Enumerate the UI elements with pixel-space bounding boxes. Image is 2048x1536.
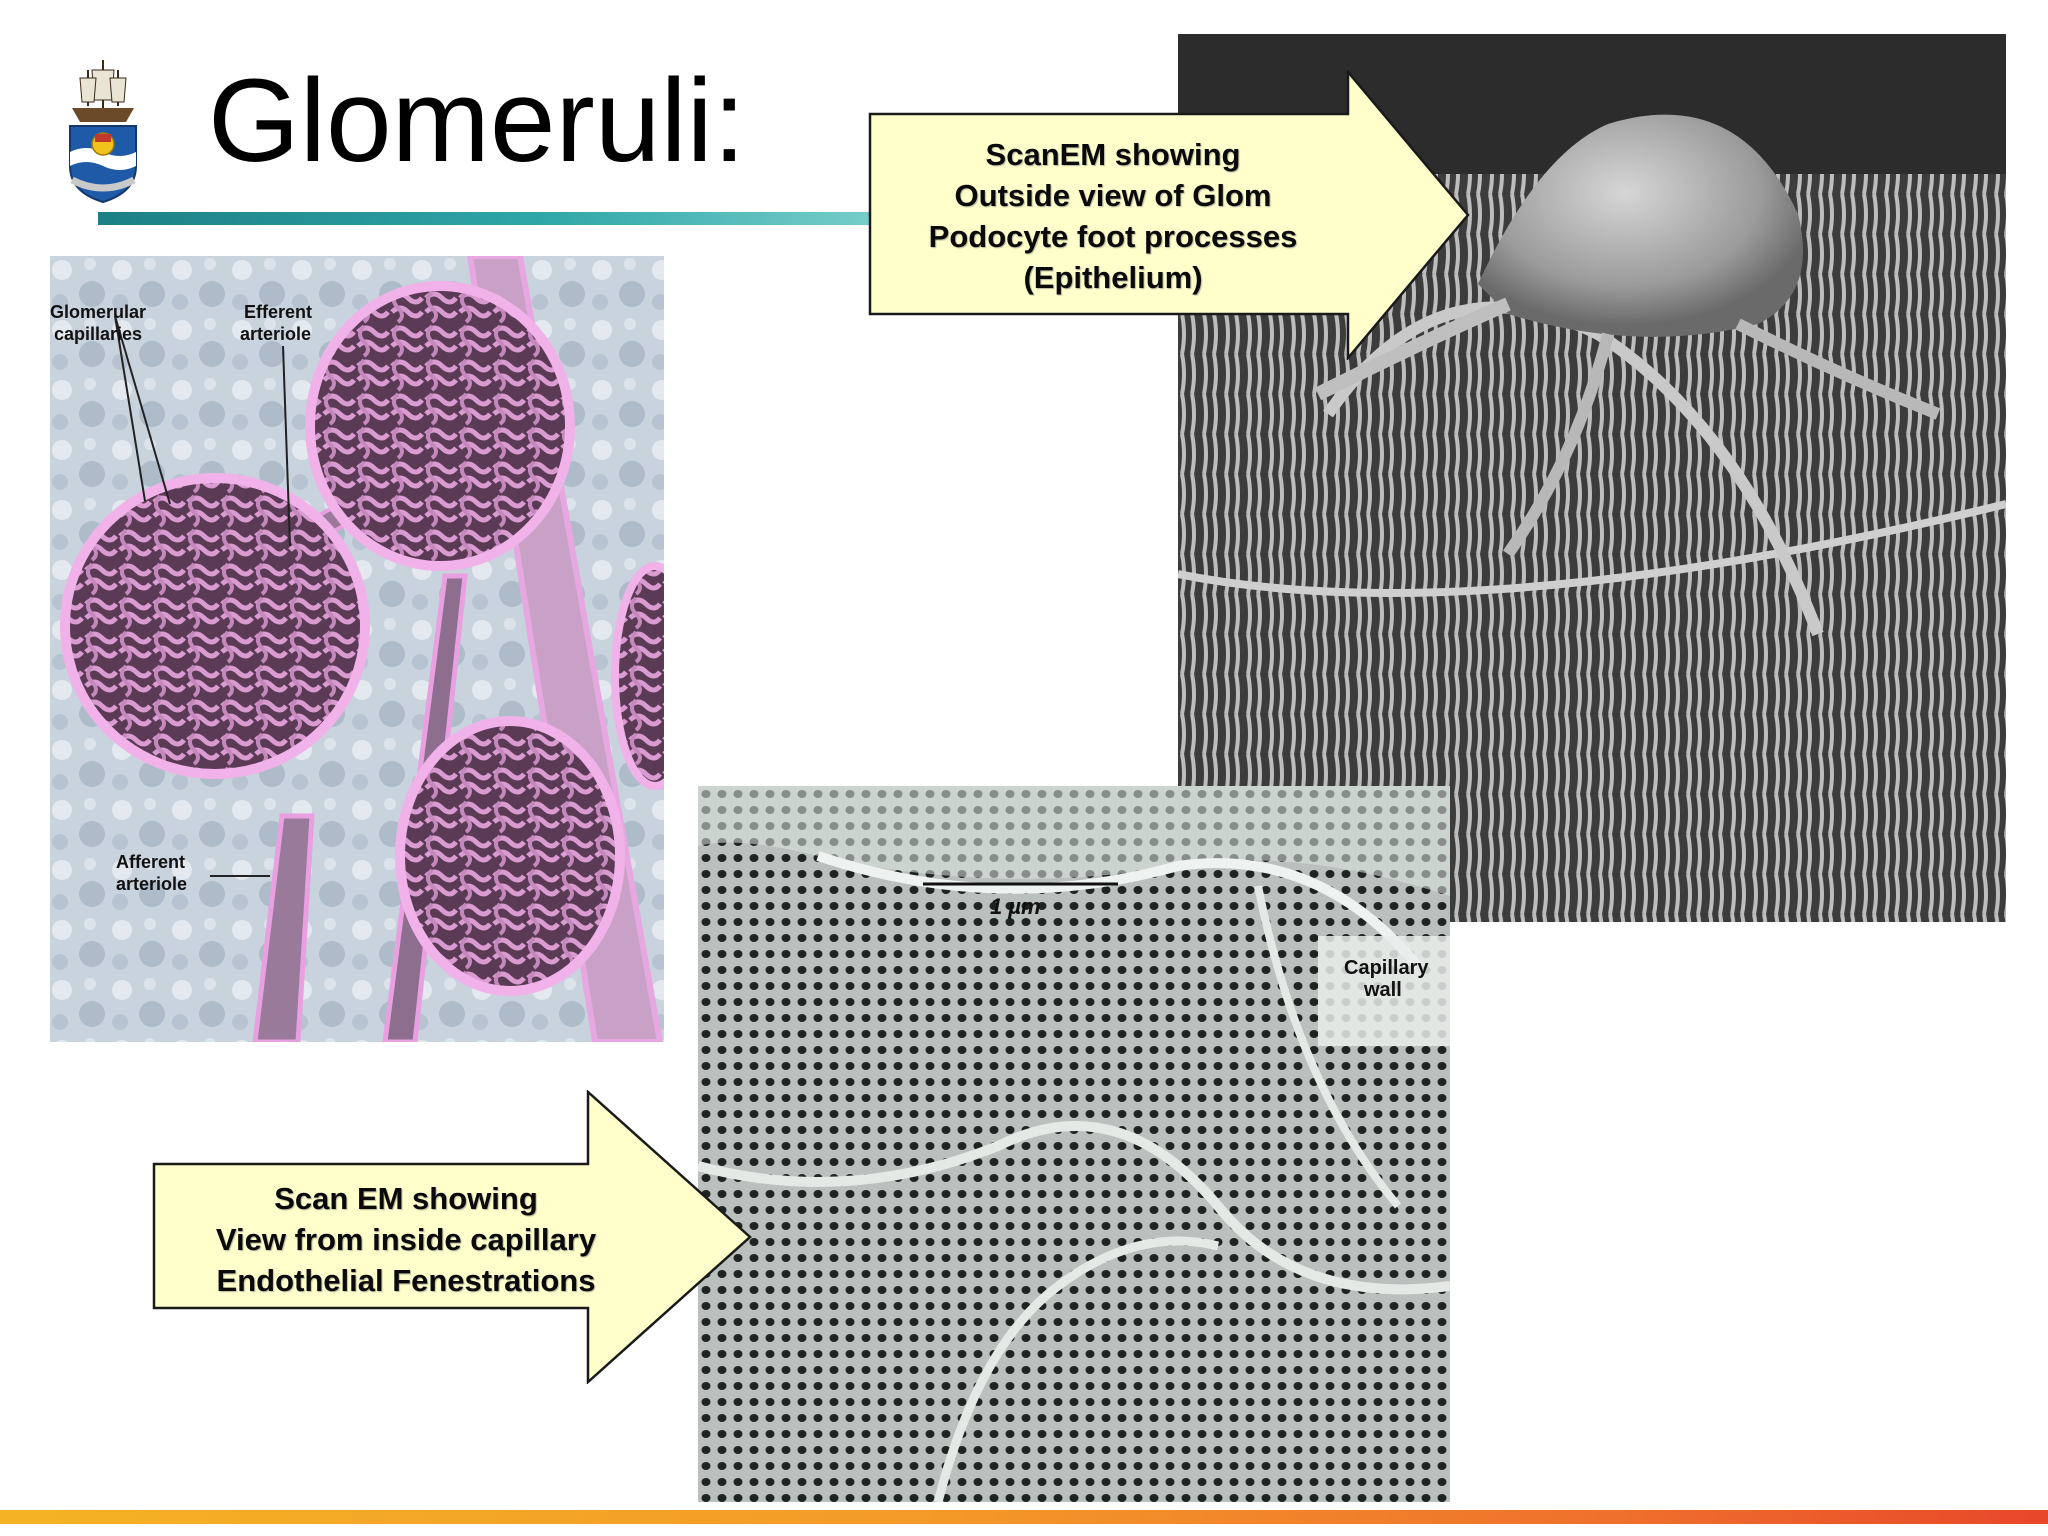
- footer-color-bar: [0, 1510, 2048, 1524]
- label-afferent-arteriole-1: Afferent: [116, 852, 185, 872]
- callout-bottom-line-2: View from inside capillary: [215, 1222, 597, 1257]
- callout-bottom-line-1: Scan EM showing: [274, 1181, 538, 1216]
- callout-bottom-line-3: Endothelial Fenestrations: [216, 1263, 596, 1298]
- endothelium-sem-image: 1 µm Capillary wall: [698, 786, 1450, 1502]
- callout-top-line-4: (Epithelium): [1023, 260, 1203, 295]
- label-efferent-arteriole-1: Efferent: [244, 302, 312, 322]
- capillary-wall-label-1: Capillary: [1344, 957, 1429, 979]
- label-glomerular-capillaries-2: capillaries: [54, 324, 142, 344]
- label-afferent-arteriole-2: arteriole: [116, 874, 187, 894]
- callout-bottom-text: Scan EM showing View from inside capilla…: [160, 1178, 652, 1301]
- label-glomerular-capillaries-1: Glomerular: [50, 302, 146, 322]
- callout-top-line-2: Outside view of Glom: [954, 178, 1272, 213]
- slide-title: Glomeruli:: [208, 55, 746, 187]
- callout-arrow-bottom: [152, 1090, 752, 1384]
- university-crest-logo: [62, 56, 144, 206]
- callout-top-line-3: Podocyte foot processes: [928, 219, 1298, 254]
- scale-bar-label: 1 µm: [990, 894, 1041, 919]
- callout-top-line-1: ScanEM showing: [985, 137, 1241, 172]
- label-efferent-arteriole-2: arteriole: [240, 324, 311, 344]
- callout-arrow-top: [868, 70, 1470, 360]
- callout-top-text: ScanEM showing Outside view of Glom Podo…: [878, 134, 1348, 298]
- capillary-wall-label-2: wall: [1363, 979, 1402, 1001]
- title-underline: [98, 212, 898, 225]
- glomeruli-illustration: Glomerular capillaries Efferent arteriol…: [50, 256, 664, 1042]
